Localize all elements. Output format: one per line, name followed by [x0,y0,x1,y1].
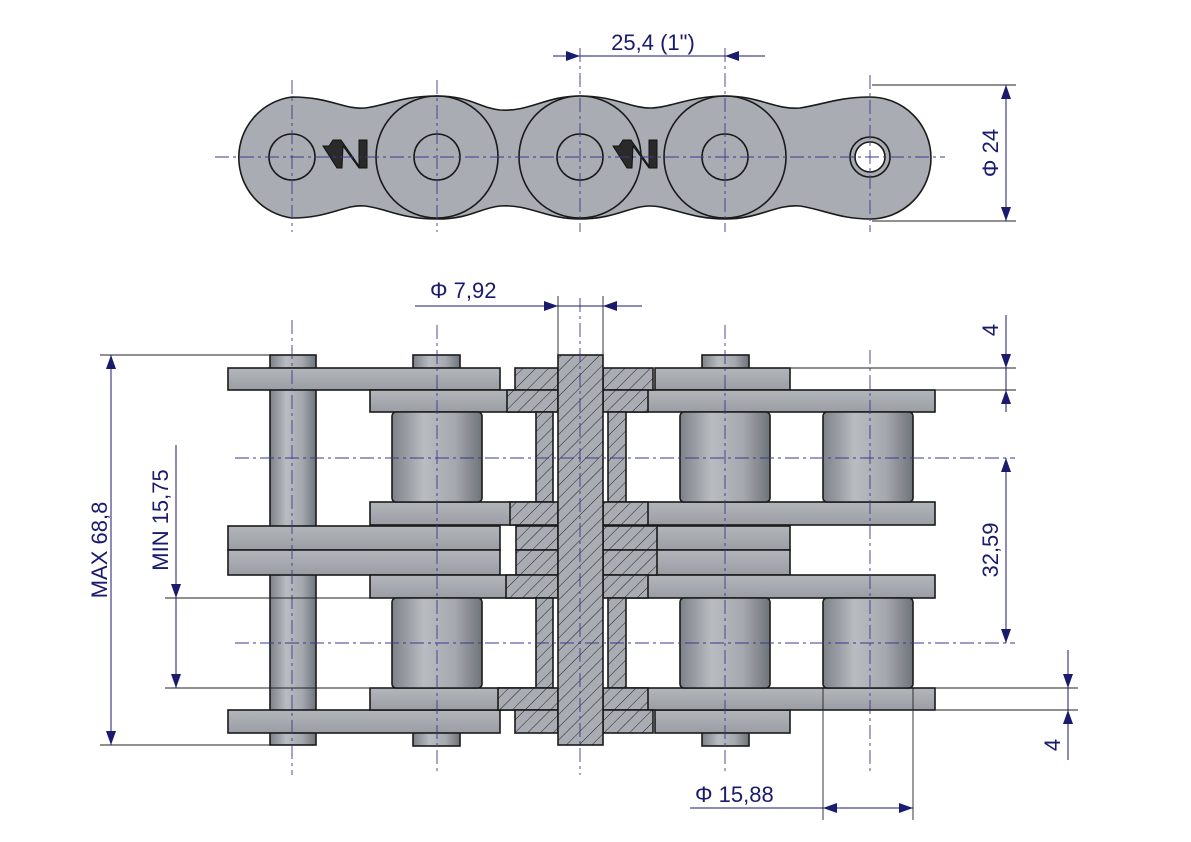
plate-height-label: Φ 24 [978,129,1003,177]
plate-thickness-bottom-label: 4 [1040,739,1065,751]
roller-diameter-dimension: Φ 15,88 [690,688,914,820]
pin-end [412,354,461,370]
max-width-label: MAX 68,8 [87,502,112,599]
centerlines-section [235,298,1015,775]
pin-end [412,731,461,747]
transverse-pitch-label: 32,59 [978,522,1003,577]
roller-diameter-label: Φ 15,88 [695,782,774,807]
pin-end [701,354,750,370]
pitch-label: 25,4 (1") [611,30,695,55]
max-width-dimension: MAX 68,8 [87,354,270,746]
plate-height-dimension: Φ 24 [872,84,1016,222]
centerlines-top [215,48,945,232]
transverse-pitch-dimension: 32,59 [978,458,1011,643]
top-view: 25,4 (1") Φ 24 [215,30,1016,232]
pin-diameter-dimension: Φ 7,92 [415,278,642,355]
sectioned-pin [557,354,604,746]
plate-thickness-top-dimension: 4 [790,315,1016,412]
brand-logo [322,139,658,169]
section-view: Φ 7,92 MAX 68,8 MIN 15,75 4 [87,278,1078,820]
plate-thickness-bottom-dimension: 4 [790,650,1078,760]
pin-end [701,731,750,747]
min-inner-width-label: MIN 15,75 [148,469,173,571]
roller [822,411,914,503]
pin-diameter-label: Φ 7,92 [430,278,496,303]
outer-plates-left [227,367,501,734]
logo-w-icon [322,139,368,169]
plate-thickness-top-label: 4 [978,324,1003,336]
logo-w-icon [612,139,658,169]
outer-plates-right [654,367,791,734]
sectioned-link [497,354,658,746]
min-inner-width-dimension: MIN 15,75 [148,445,392,689]
pitch-dimension: 25,4 (1") [553,30,765,61]
inner-plates [369,389,936,711]
